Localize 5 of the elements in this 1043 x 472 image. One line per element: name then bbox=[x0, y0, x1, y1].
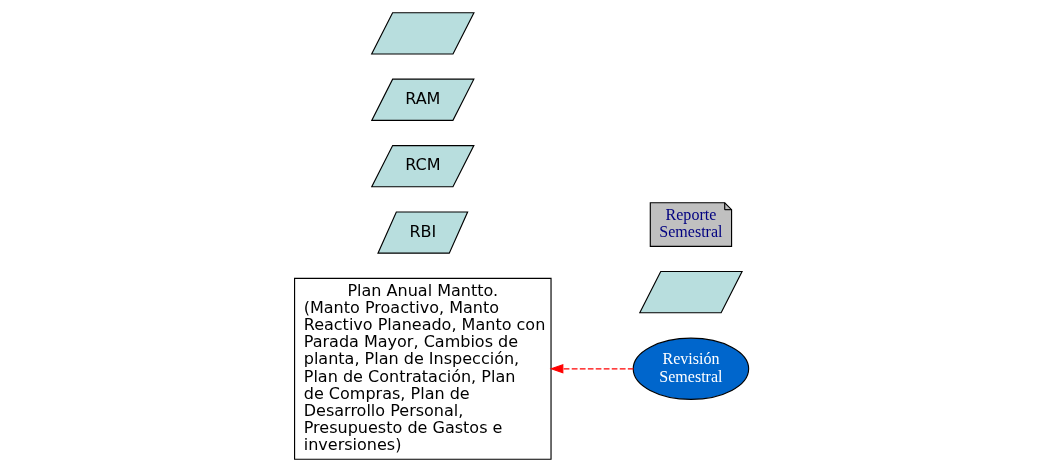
arrow bbox=[549, 364, 634, 374]
node-box: Plan Anual Mantto. (Manto Proactivo, Manto Reactivo Planeado, Manto con Parada Mayor, Cambios de planta, Plan de Inspección, Plan de Contratación, Plan de Compras, Plan de Desarrollo Personal, Presupuesto de Gastos e inversiones) bbox=[294, 277, 552, 460]
node-parallelogram bbox=[638, 270, 743, 314]
node-ellipse: Revisión Semestral bbox=[632, 337, 750, 400]
node-parallelogram bbox=[370, 12, 475, 55]
